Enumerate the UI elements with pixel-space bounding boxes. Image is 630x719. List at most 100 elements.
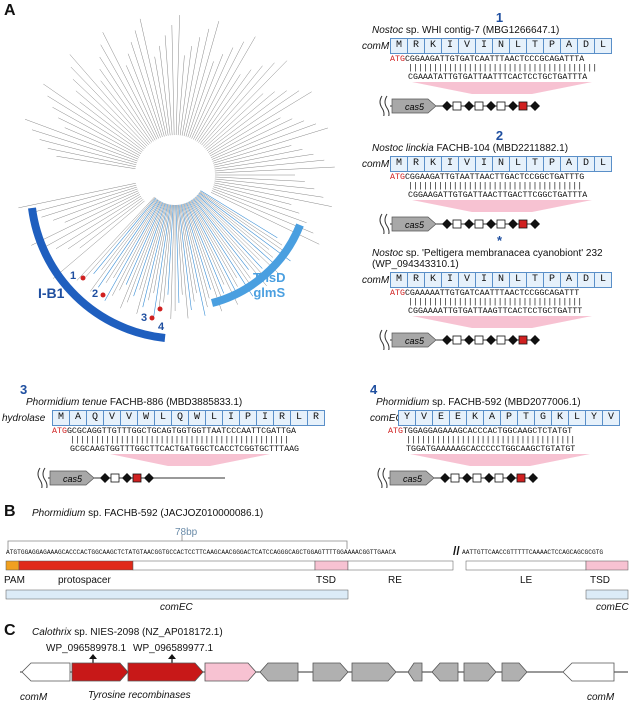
aa-residue: L	[509, 272, 527, 288]
aa-residue: Q	[86, 410, 104, 426]
crispr-array	[442, 101, 540, 111]
seq-line-1: ATGCGGAAGATTGTGATCAATTTAACTCCCGCAGATTTA	[390, 55, 585, 64]
aa-residue: M	[390, 272, 408, 288]
example-block-1: 2 Nostoc linckia FACHB-104 (MBD2211882.1…	[362, 128, 627, 234]
aa-residue: V	[602, 410, 620, 426]
repeat-diamond	[486, 219, 496, 229]
aa-residue: D	[577, 272, 595, 288]
spacer	[472, 473, 482, 483]
repeat-diamond	[484, 473, 494, 483]
le-label: LE	[520, 575, 533, 586]
repeat-diamond	[464, 101, 474, 111]
example-number: *	[496, 233, 503, 248]
panel-a-label: A	[4, 2, 16, 19]
glms-text: glmS	[253, 285, 286, 300]
gene-label: comEC	[370, 412, 403, 424]
aa-residue: I	[475, 156, 493, 172]
aa-residue: L	[568, 410, 586, 426]
aa-residue: T	[526, 272, 544, 288]
panel-b-label: B	[4, 503, 16, 520]
aa-residue: V	[415, 410, 433, 426]
tree-mark-4: 4	[158, 321, 165, 333]
protospacer-label: protospacer	[58, 575, 111, 586]
repeat-diamond	[506, 473, 516, 483]
aa-residue: V	[120, 410, 138, 426]
spacer	[450, 473, 460, 483]
repeat-diamond	[442, 335, 452, 345]
aa-residue: Y	[398, 410, 416, 426]
aa-residue: Q	[171, 410, 189, 426]
crispr-array	[442, 335, 540, 345]
aa-residue: Y	[585, 410, 603, 426]
mark-1	[80, 275, 86, 281]
clade-tnsd-label: TnsD glmS	[253, 270, 286, 300]
aa-residue: R	[273, 410, 291, 426]
example-number: 4	[370, 382, 378, 397]
seq-line-1: ATGCGGAAGATTGTAATTAACTTGACTCCGGCTGATTTG	[390, 173, 585, 182]
repeat-diamond	[464, 219, 474, 229]
cas5-label: cas5	[405, 102, 425, 112]
aa-residue: W	[188, 410, 206, 426]
aa-residue: N	[492, 38, 510, 54]
repeat-diamond	[464, 335, 474, 345]
seq-line-2: CGGAAGATTGTGATTAACTTGACTTCGGCTGATTTA	[408, 191, 588, 200]
example-title: Phormidium tenue FACHB-886 (MBD3885833.1…	[26, 397, 243, 408]
aa-residue: I	[222, 410, 240, 426]
aa-residue: D	[577, 156, 595, 172]
tree-mark-3: 3	[141, 312, 148, 324]
aa-residue: V	[458, 272, 476, 288]
seq-bars: ||||||||||||||||||||||||||||||||||	[406, 436, 576, 445]
repeat-diamond	[530, 101, 540, 111]
aa-residue: W	[137, 410, 155, 426]
example-number: 2	[495, 128, 504, 143]
aa-residue: D	[577, 38, 595, 54]
seq-bars: |||||||||||||||||||||||||||||||||||	[408, 298, 583, 307]
spacer	[496, 219, 506, 229]
seq-bars: ||||||||||||||||||||||||||||||||||||||||…	[70, 436, 290, 445]
aa-residue: R	[407, 38, 425, 54]
aa-residue: K	[424, 156, 442, 172]
operon-diagram: cas5	[379, 200, 592, 234]
aa-residue: M	[52, 410, 70, 426]
cas5-label: cas5	[405, 336, 425, 346]
seq-line-1: ATGGCGCAGGTTGTTTGGCTGCAGTGGTGGTTAATCCCAA…	[52, 427, 296, 436]
target-spacer	[518, 219, 528, 229]
repeat-diamond	[144, 473, 154, 483]
repeat-diamond	[442, 101, 452, 111]
example-block-3: 3 Phormidium tenue FACHB-886 (MBD3885833…	[2, 382, 350, 488]
aa-residue: G	[534, 410, 552, 426]
example-title: Nostoc sp. 'Peltigera membranacea cyanob…	[372, 248, 603, 259]
aa-residue: A	[69, 410, 87, 426]
comm-right-label: comM	[587, 692, 615, 703]
mark-3	[149, 315, 155, 321]
recombinase-label: Tyrosine recombinases	[88, 690, 191, 701]
target-spacer	[518, 101, 528, 111]
example-number: 1	[495, 10, 504, 25]
comm-left-label: comM	[20, 692, 48, 703]
crispr-array	[100, 473, 154, 483]
repeat-diamond	[122, 473, 132, 483]
break-mark: //	[453, 544, 460, 558]
acc-label-2: WP_096589977.1	[133, 643, 214, 654]
phylogenetic-tree	[18, 15, 335, 342]
operon-diagram: cas5	[379, 82, 592, 116]
aa-residue: L	[290, 410, 308, 426]
spacer	[474, 101, 484, 111]
repeat-diamond	[486, 101, 496, 111]
example-block-0: 1 Nostoc sp. WHI contig-7 (MBG1266647.1)…	[362, 10, 627, 116]
aa-residue: L	[205, 410, 223, 426]
spacer	[110, 473, 120, 483]
repeat-diamond	[530, 335, 540, 345]
repeat-diamond	[442, 219, 452, 229]
aa-residue: M	[390, 156, 408, 172]
bp-bracket	[7, 535, 348, 549]
operon-diagram: cas5	[379, 316, 592, 350]
example-number: 3	[20, 382, 28, 397]
panel-b-seq-right: AATTGTTCAACCGTTTTTCAAAACTCCAGCAGCGCGTG	[462, 549, 604, 556]
repeat-diamond	[486, 335, 496, 345]
tsd-label-2: TSD	[590, 575, 610, 586]
repeat-diamond	[508, 335, 518, 345]
spacer	[474, 219, 484, 229]
